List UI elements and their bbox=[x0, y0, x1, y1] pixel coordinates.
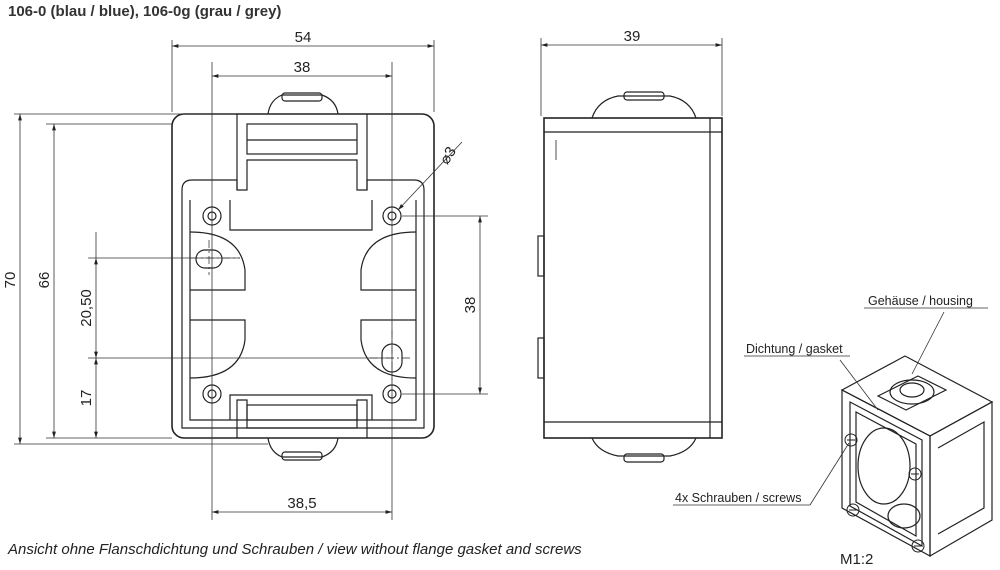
label-gasket: Dichtung / gasket bbox=[746, 342, 843, 356]
dim-hole-spacing-right: 38 bbox=[462, 297, 479, 314]
drawing-title: 106-0 (blau / blue), 106-0g (grau / grey… bbox=[8, 3, 282, 20]
label-scale: M1:2 bbox=[840, 551, 873, 568]
dim-hole-spacing-v: 20,50 bbox=[78, 289, 95, 327]
dim-total-height: 70 bbox=[2, 272, 19, 289]
dim-hole-offset-v: 17 bbox=[78, 390, 95, 407]
front-dimensions bbox=[14, 40, 488, 520]
drawing-caption: Ansicht ohne Flanschdichtung und Schraub… bbox=[8, 541, 582, 558]
dim-hole-diameter: ⌀3 bbox=[436, 144, 460, 168]
side-dimensions bbox=[540, 38, 723, 116]
label-screws: 4x Schrauben / screws bbox=[675, 491, 801, 505]
side-view bbox=[537, 91, 723, 463]
dim-front-width: 54 bbox=[295, 29, 312, 46]
dim-front-inner-width: 38 bbox=[294, 59, 311, 76]
front-view bbox=[171, 92, 435, 461]
dim-side-depth: 39 bbox=[624, 28, 641, 45]
label-housing: Gehäuse / housing bbox=[868, 294, 973, 308]
iso-leaders bbox=[673, 307, 988, 506]
dim-bottom-width: 38,5 bbox=[287, 495, 316, 512]
dim-body-height: 66 bbox=[36, 272, 53, 289]
isometric-view bbox=[840, 355, 994, 558]
